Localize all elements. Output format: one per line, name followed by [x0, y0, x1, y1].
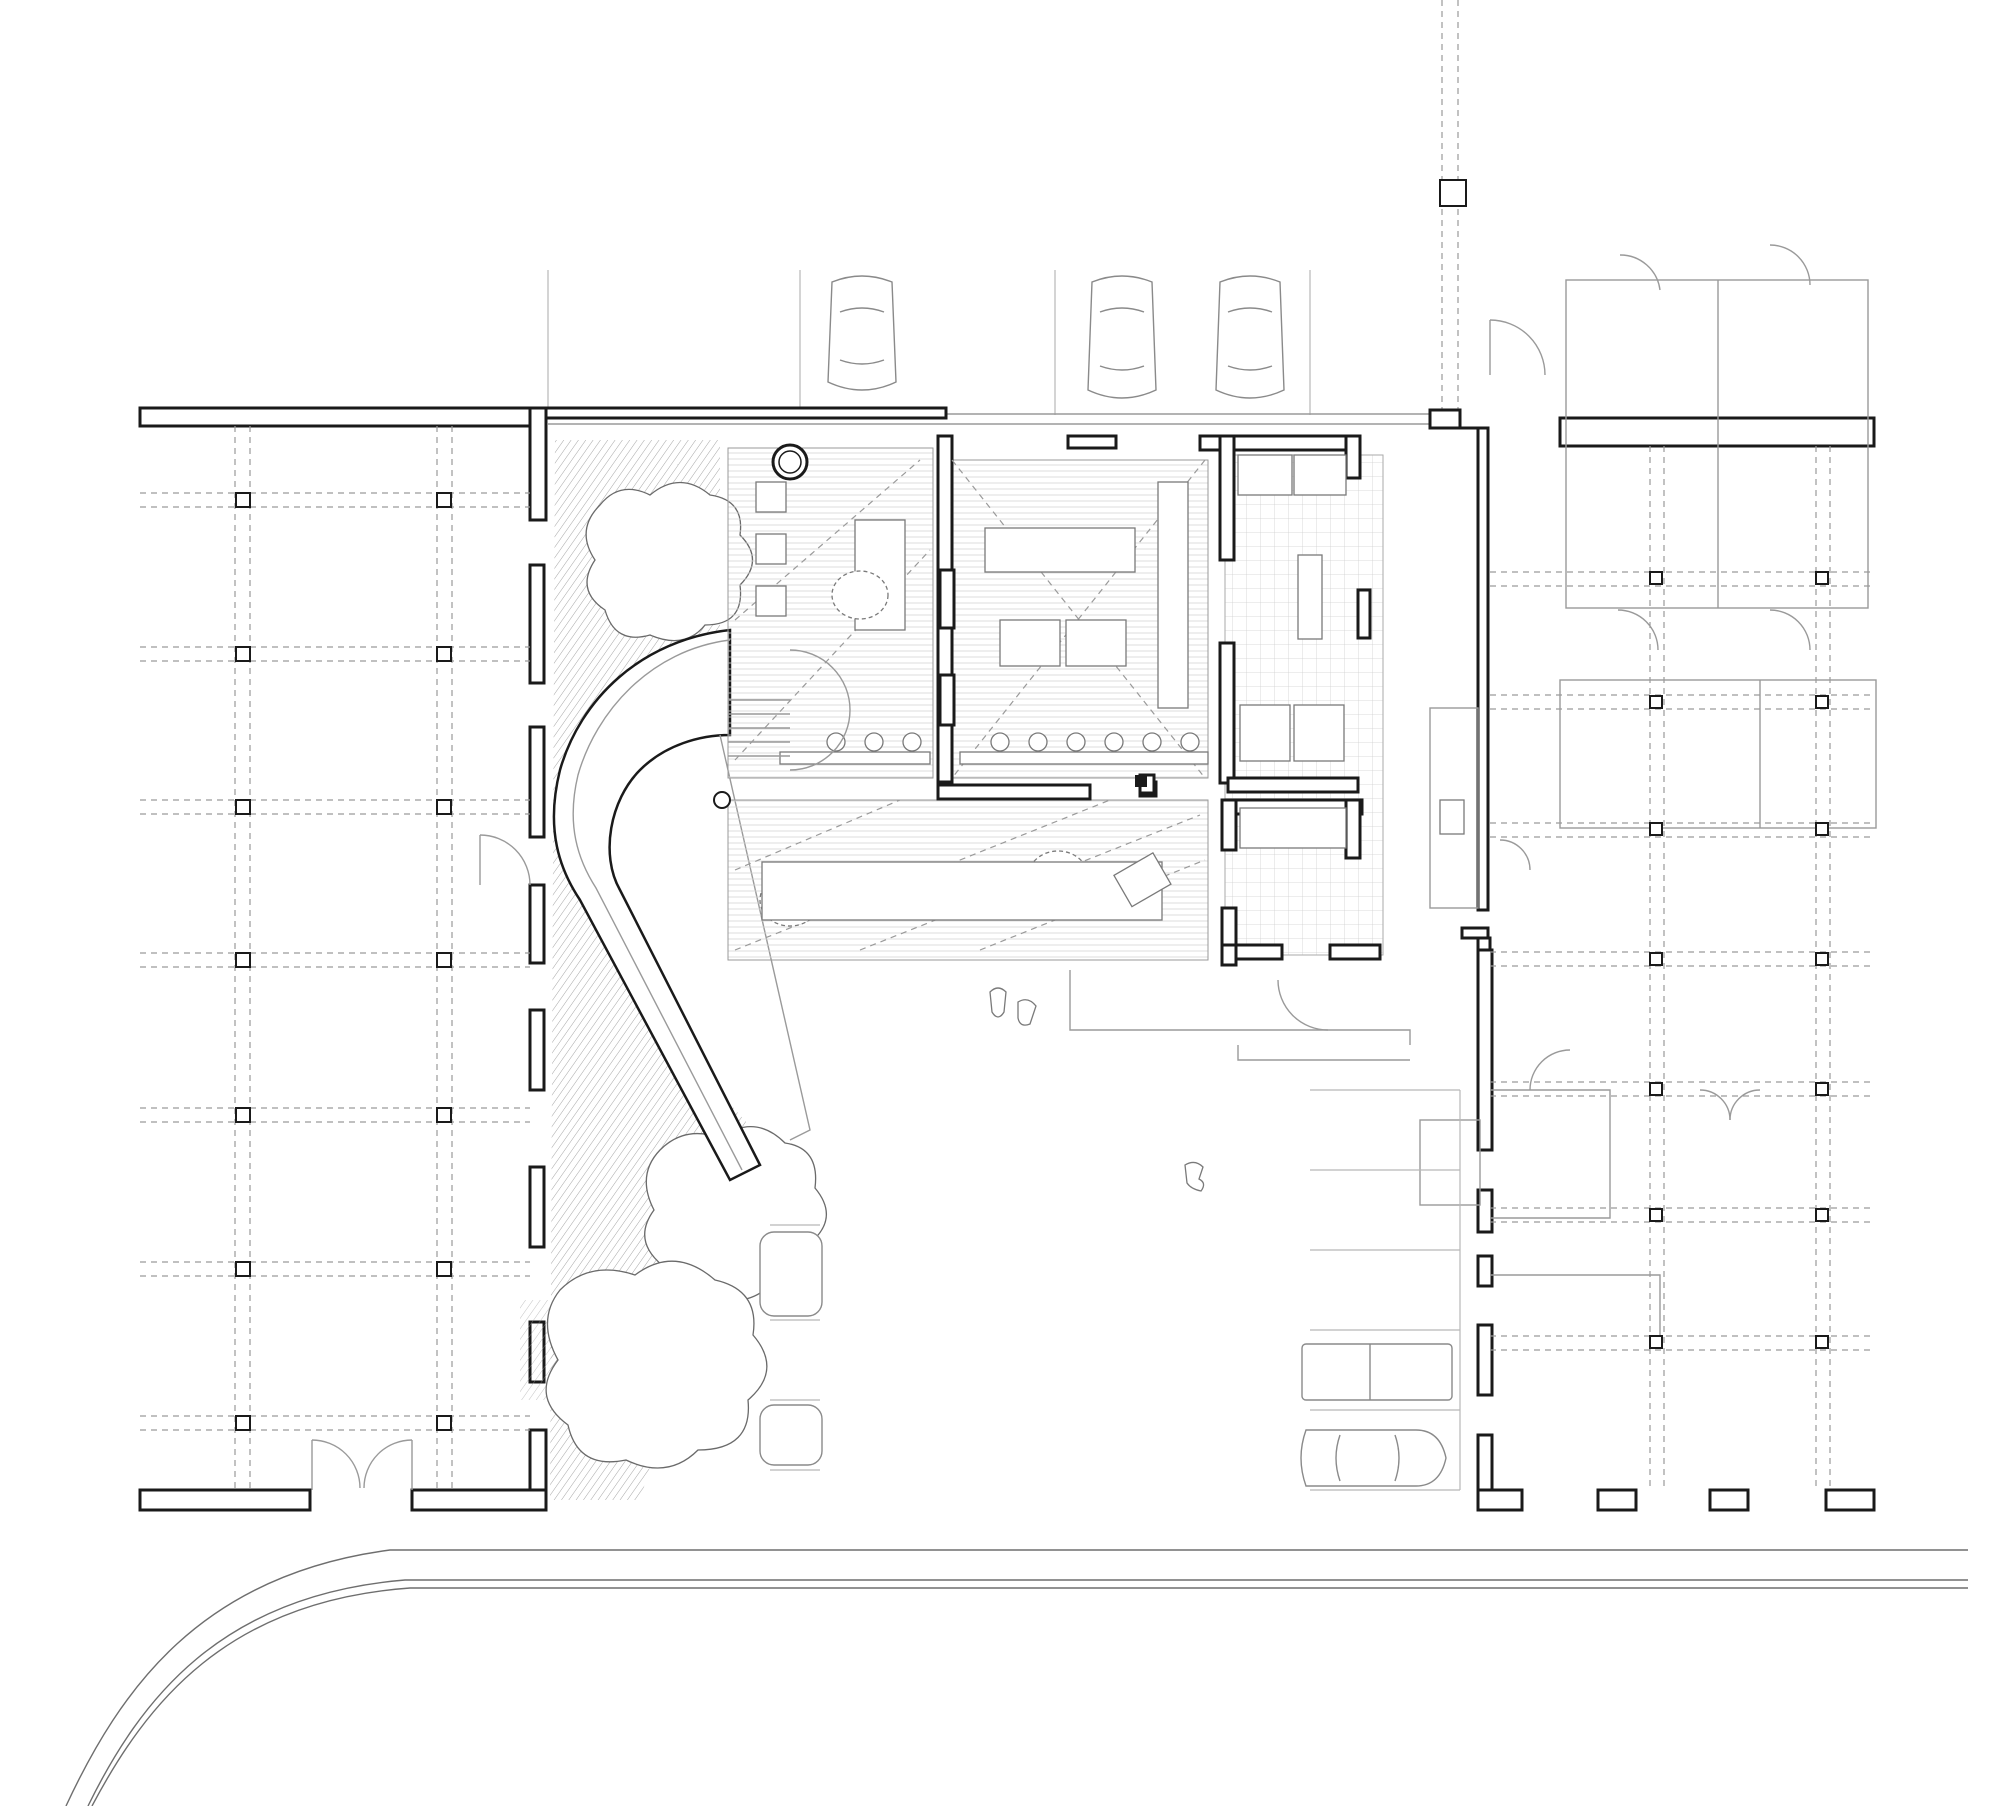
parked-car — [1300, 1429, 1447, 1487]
left-warehouse — [138, 406, 548, 1512]
parked-car — [1087, 275, 1157, 399]
stair — [728, 649, 851, 771]
courtyard-parking — [1310, 1089, 1461, 1491]
dining-tables — [755, 481, 1172, 927]
column-grid — [1649, 571, 1829, 1349]
street — [65, 1549, 1968, 1806]
structural-column — [1439, 179, 1467, 207]
parked-car — [827, 275, 897, 391]
parked-van — [1301, 1343, 1453, 1401]
curved-ramp — [552, 628, 811, 1182]
column-grid — [235, 492, 452, 1431]
tree — [545, 1260, 768, 1469]
restaurant-building — [544, 406, 1492, 1192]
tree — [585, 482, 754, 642]
bar-stools — [779, 732, 1209, 765]
east-warehouse — [1419, 244, 1877, 1512]
entrance-canopy — [1069, 970, 1411, 1061]
round-column — [713, 791, 731, 809]
garden-parking — [759, 1224, 823, 1471]
north-parking-lot — [547, 270, 1440, 425]
round-column — [771, 443, 809, 481]
parked-car — [1215, 275, 1285, 399]
kitchen-counter — [1157, 454, 1347, 849]
service-lane — [1439, 0, 1467, 420]
